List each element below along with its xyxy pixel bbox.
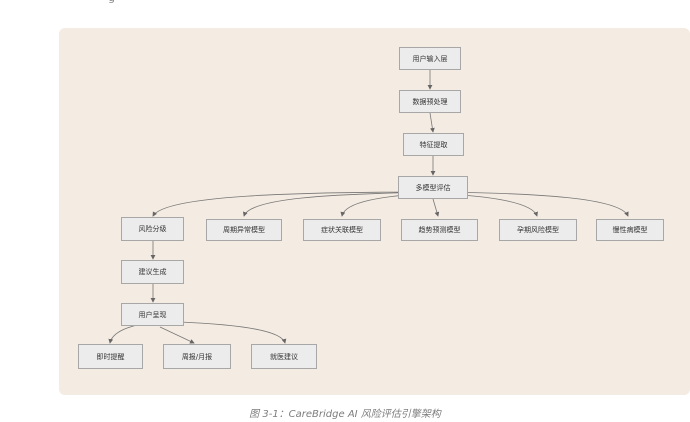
node-instant-reminder: 即时提醒	[78, 344, 143, 369]
figure-caption: 图 3-1：CareBridge AI 风险评估引擎架构	[249, 409, 441, 420]
node-weekly-monthly-report: 周报/月报	[163, 344, 231, 369]
node-chronic-disease-model: 慢性病模型	[596, 219, 664, 241]
node-multi-model-evaluation: 多模型评估	[398, 176, 468, 199]
node-user-presentation: 用户呈现	[121, 303, 184, 326]
node-data-preprocessing: 数据预处理	[399, 90, 461, 113]
node-risk-grading: 风险分级	[121, 217, 184, 241]
diagram-panel	[59, 28, 690, 395]
node-pregnancy-risk-model: 孕期风险模型	[499, 219, 577, 241]
node-cycle-anomaly-model: 周期异常模型	[206, 219, 282, 241]
node-trend-prediction-model: 趋势预测模型	[401, 219, 478, 241]
node-feature-extraction: 特征提取	[403, 133, 464, 156]
top-text-fragment: g	[108, 0, 115, 4]
node-user-input-layer: 用户输入层	[399, 47, 461, 70]
node-medical-advice: 就医建议	[251, 344, 317, 369]
node-symptom-association-model: 症状关联模型	[303, 219, 381, 241]
node-suggestion-generation: 建议生成	[121, 260, 184, 284]
